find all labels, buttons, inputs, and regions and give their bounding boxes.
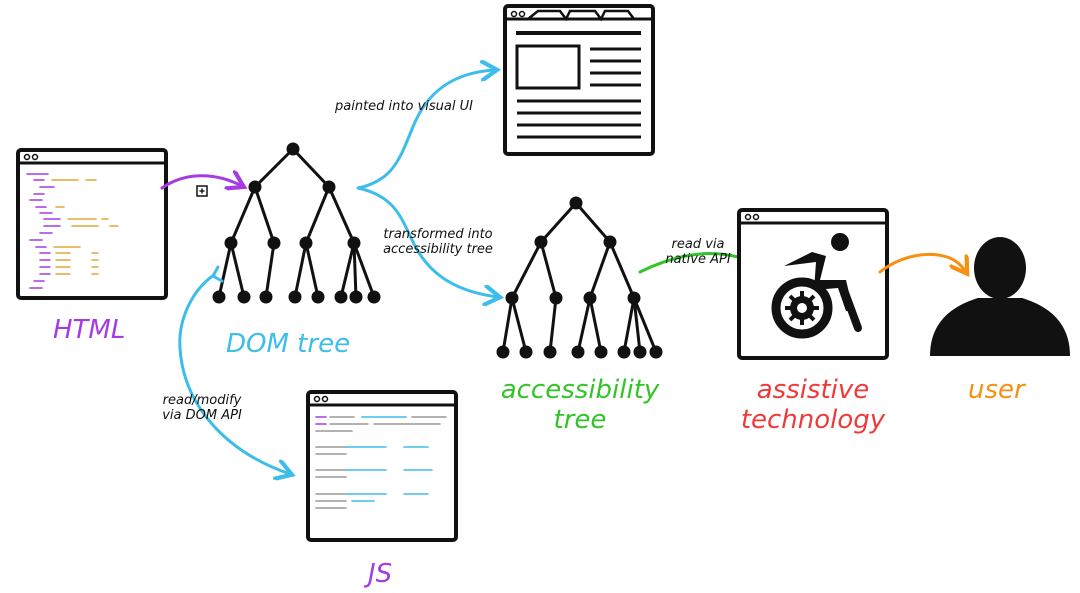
read-modify-label-line-2: via DOM API <box>162 407 242 423</box>
js-label: JS <box>368 559 393 589</box>
html-label: HTML <box>53 315 126 345</box>
arrow-dom-js <box>178 273 290 474</box>
dom-tree-graphic <box>212 142 381 304</box>
arrow-html-to-dom <box>160 176 242 188</box>
plus-box-icon <box>196 185 208 197</box>
accessibility-tree-label-line-1: accessibility <box>500 375 660 405</box>
assistive-technology-label-line-1: assistive <box>756 375 870 405</box>
wheelchair-icon <box>737 208 889 360</box>
browser-window-icon <box>503 4 655 156</box>
accessibility-tree-label: accessibility tree <box>495 375 665 436</box>
accessibility-tree-graphic <box>496 196 663 359</box>
dom-tree-label: DOM tree <box>226 329 351 359</box>
painted-label: painted into visual UI <box>335 99 473 114</box>
user-label: user <box>968 375 1025 405</box>
read-via-label-line-2: native API <box>665 251 731 267</box>
arrow-dom-to-visual <box>356 70 495 190</box>
read-modify-label-line-1: read/modify <box>162 393 242 408</box>
person-icon <box>930 237 1070 356</box>
arrow-dom-to-a11y <box>356 186 498 297</box>
assistive-technology-label: assistive technology <box>730 375 896 436</box>
transformed-label: transformed into accessibility tree <box>376 227 500 258</box>
read-modify-label: read/modify via DOM API <box>152 393 252 424</box>
accessibility-tree-label-line-2: tree <box>553 404 607 435</box>
read-via-label: read via native API <box>658 237 738 268</box>
read-via-label-line-1: read via <box>671 237 725 252</box>
transformed-label-line-1: transformed into <box>383 227 493 242</box>
transformed-label-line-2: accessibility tree <box>383 241 493 257</box>
js-code-window <box>306 390 458 542</box>
html-code-window <box>16 148 168 300</box>
assistive-technology-label-line-2: technology <box>740 404 886 435</box>
arrow-at-to-user <box>878 253 966 272</box>
